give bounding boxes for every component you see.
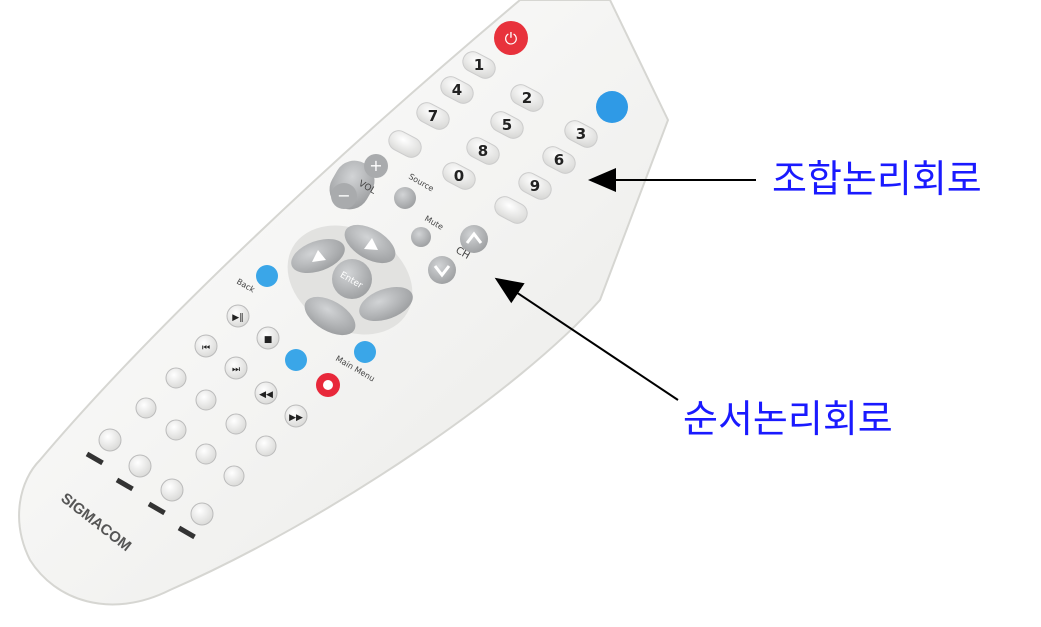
rewind-icon: ◀◀: [259, 390, 273, 400]
forward-icon: ▶▶: [289, 413, 303, 423]
stop-icon: ■: [264, 335, 273, 345]
svg-text:8: 8: [478, 142, 488, 160]
function-key[interactable]: [135, 397, 157, 419]
device-button[interactable]: [596, 91, 628, 123]
svg-text:4: 4: [452, 81, 462, 99]
svg-text:3: 3: [576, 125, 586, 143]
media-keys: [194, 304, 308, 428]
function-key[interactable]: [160, 478, 184, 502]
stop-button[interactable]: [256, 326, 280, 350]
nav-right-button[interactable]: [355, 280, 418, 327]
svg-text:7: 7: [428, 107, 438, 125]
key-blank-right[interactable]: [491, 193, 530, 227]
function-key[interactable]: [98, 428, 122, 452]
function-key[interactable]: [165, 419, 187, 441]
function-keys: [98, 367, 277, 526]
navigation-pad: Enter: [287, 217, 418, 343]
key-0[interactable]: 0: [439, 159, 478, 193]
power-button[interactable]: ⏻: [494, 21, 528, 55]
function-key[interactable]: [223, 465, 245, 487]
function-key[interactable]: [190, 502, 214, 526]
prev-button[interactable]: [194, 334, 218, 358]
svg-text:5: 5: [502, 116, 512, 134]
nav-up-button[interactable]: [338, 217, 401, 271]
key-9[interactable]: 9: [515, 169, 554, 203]
sequential-logic-label: 순서논리회로: [683, 397, 893, 441]
svg-text:+: +: [369, 156, 382, 175]
play-pause-icon: ▶‖: [232, 313, 243, 323]
nav-left-button[interactable]: [287, 232, 350, 279]
number-keypad: 1 4 2 7 5 3 8 6 0 9: [385, 48, 600, 227]
key-5[interactable]: 5: [487, 108, 526, 142]
svg-text:1: 1: [474, 56, 484, 74]
enter-button[interactable]: Enter: [332, 259, 372, 299]
prev-icon: ⏮: [202, 343, 210, 353]
svg-text:0: 0: [454, 167, 464, 185]
function-key[interactable]: [195, 389, 217, 411]
function-key-bars: [85, 451, 196, 540]
channel-down-button[interactable]: [428, 256, 456, 284]
function-key[interactable]: [128, 454, 152, 478]
key-7[interactable]: 7: [413, 99, 452, 133]
blue-function-button[interactable]: [285, 349, 307, 371]
forward-button[interactable]: [284, 404, 308, 428]
channel-buttons: CH: [428, 225, 488, 284]
svg-text:⏻: ⏻: [505, 29, 518, 48]
rewind-button[interactable]: [254, 381, 278, 405]
function-key[interactable]: [225, 413, 247, 435]
nav-down-button[interactable]: [298, 289, 361, 343]
svg-text:−: −: [337, 186, 350, 205]
svg-text:2: 2: [522, 89, 532, 107]
volume-rocker[interactable]: + − VOL: [322, 153, 388, 216]
key-8[interactable]: 8: [463, 134, 502, 168]
next-button[interactable]: [224, 356, 248, 380]
record-button[interactable]: [316, 373, 340, 397]
key-4[interactable]: 4: [437, 73, 476, 107]
function-key[interactable]: [195, 443, 217, 465]
function-key[interactable]: [165, 367, 187, 389]
svg-text:9: 9: [530, 177, 540, 195]
combinational-logic-label: 조합논리회로: [772, 157, 982, 201]
key-1[interactable]: 1: [459, 48, 498, 82]
key-2[interactable]: 2: [507, 81, 546, 115]
svg-text:6: 6: [554, 151, 564, 169]
channel-up-button[interactable]: [460, 225, 488, 253]
key-6[interactable]: 6: [539, 143, 578, 177]
play-pause-button[interactable]: [226, 304, 250, 328]
function-key[interactable]: [255, 435, 277, 457]
key-3[interactable]: 3: [561, 117, 600, 151]
key-blank-left[interactable]: [385, 127, 424, 161]
next-icon: ⏭: [232, 365, 240, 375]
sequential-arrow: [494, 277, 679, 401]
